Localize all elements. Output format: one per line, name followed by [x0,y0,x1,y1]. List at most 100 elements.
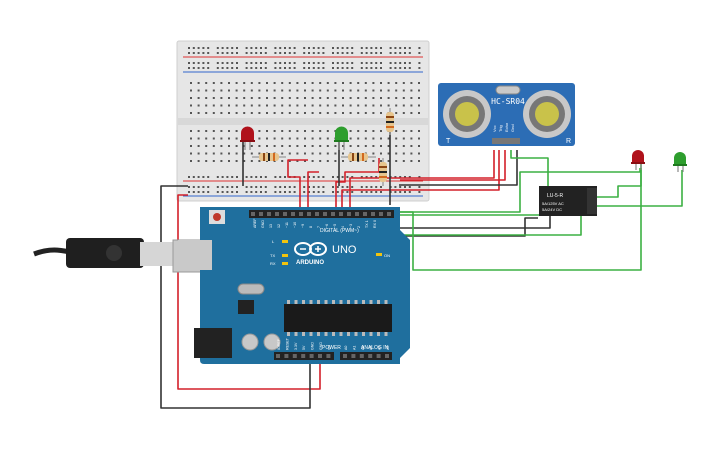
led-rx-label: RX [270,261,276,266]
analog-in-label: ANALOG IN [361,345,389,351]
breadboard [176,40,430,202]
led-rx-indicator [282,262,288,265]
analog-pin-label-3: A3 [369,346,373,350]
analog-pin-label-2: A2 [361,346,365,350]
digital-pin-label-9: ~6 [325,224,329,228]
led-green-breadboard[interactable] [334,126,349,151]
wire-red-pin-12[interactable] [287,159,308,215]
power-pin-label-5: GND [319,342,323,350]
digital-pin-label-13: 2 [357,226,361,228]
led-on-indicator [376,253,382,256]
digital-pin-label-1: GND [261,220,265,228]
capacitor-1 [241,333,259,351]
relay-title: LU-5-R [547,193,564,199]
digital-pin-label-10: ~5 [333,224,337,228]
wire-green-relay-out[interactable] [597,160,642,198]
wire-black-gnd-rail[interactable] [160,185,311,409]
chip-pins [287,300,388,336]
digital-pin-label-0: AREF [253,218,257,228]
digital-pin-label-14: TX 1 [365,220,369,228]
voltage-regulator [238,300,254,314]
led-l-label: L [272,239,275,244]
usb-jack [178,240,212,270]
relay-rating-dc: 5A/24V DC [542,207,562,212]
digital-pin-label-11: 4 [341,226,345,228]
digital-pin-label-8: 7 [317,226,321,228]
analog-header [340,352,392,360]
sensor-header [492,138,520,144]
digital-pin-label-2: 13 [269,224,273,228]
power-pin-label-0: IOREF [277,338,281,350]
digital-pin-labels: AREF GND 13 12 ~11 ~10 ~9 8 7 ~6 ~5 4 ~3 2 TX 1 RX 0 [253,218,377,228]
digital-header-holes [251,212,391,216]
sensor-pin-gnd: Gnd [510,124,515,132]
digital-pin-label-12: ~3 [349,224,353,228]
wire-red-vcc[interactable] [400,150,506,181]
digital-pin-label-7: 8 [309,226,313,228]
wire-green-led-green[interactable] [597,170,683,207]
wire-green-vcc-relay[interactable] [510,150,549,186]
led-red-breadboard[interactable] [240,126,255,151]
power-pin-label-2: 3.3V [294,342,298,350]
atmega-chip [284,304,392,332]
sensor-pin-vcc: Vcc [492,125,497,132]
power-pin-label-4: GND [311,342,315,350]
arduino-brand-label: ARDUINO [296,260,324,266]
digital-pin-label-15: RX 0 [373,220,377,228]
sensor-pin-trig: Trig [498,125,503,132]
wire-red-echo[interactable] [349,150,495,215]
arduino-model-label: UNO [332,244,357,256]
crystal-oscillator [495,85,521,95]
arduino-uno-board[interactable]: UNO ARDUINO DIGITAL (PWM~) POWER ANALOG … [178,207,410,364]
arduino-logo-icon [294,242,327,256]
led-red-external[interactable] [631,150,645,170]
analog-pin-label-5: A5 [386,346,390,350]
power-jack [194,328,232,358]
resistor-3[interactable] [386,108,394,135]
wire-green-relay-com[interactable] [395,168,642,271]
digital-pin-label-6: ~9 [301,224,305,228]
bottom-header-holes [276,354,389,358]
usb-icon [106,245,122,261]
wire-red-trig[interactable] [341,150,500,215]
analog-pin-labels: A0 A1 A2 A3 A4 A5 [344,346,390,350]
led-tx-label: TX [270,253,275,258]
crystal [237,283,265,295]
resistor-4[interactable] [379,158,387,186]
wire-red-5v-rail[interactable] [177,194,321,390]
power-pin-label-6: Vin [327,345,331,350]
power-pin-label-3: 5V [302,345,306,350]
ultrasonic-sensor[interactable]: HC-SR04 T R Vcc Trig Echo Gnd [438,83,575,146]
analog-pin-label-0: A0 [344,346,348,350]
resistor-1[interactable] [252,153,286,161]
led-tx-indicator [282,254,288,257]
sensor-side-right: R [566,138,571,145]
sensor-pin-echo: Echo [504,122,509,132]
sensor-model-label: HC-SR04 [491,97,525,106]
power-pin-label-1: RESET [285,337,289,350]
sensor-side-left: T [446,138,451,145]
analog-pin-label-1: A1 [352,346,356,350]
capacitor-2 [263,333,281,351]
wire-green-signal[interactable] [394,168,641,213]
digital-pin-label-3: 12 [277,224,281,228]
led-green-external[interactable] [673,152,687,172]
power-pin-labels: IOREF RESET 3.3V 5V GND GND Vin [277,337,331,350]
wires [160,130,683,409]
analog-pin-label-4: A4 [378,346,382,350]
resistor-2[interactable] [341,153,376,161]
digital-header [249,210,394,218]
led-on-label: ON [384,253,390,258]
digital-pin-label-4: ~11 [285,222,289,228]
reset-button-cap[interactable] [213,213,221,221]
relay-module[interactable]: LU-5-R 5A/125V AC 5A/24V DC [539,186,597,216]
digital-pin-label-5: ~10 [293,222,297,228]
wire-green-relay-in[interactable] [395,214,582,236]
wire-red-pin-11[interactable] [307,171,319,215]
wire-black-pin-gnd[interactable] [387,215,538,237]
wire-black-sensor-gnd[interactable] [399,150,518,186]
led-l-indicator [282,240,288,243]
relay-rating-ac: 5A/125V AC [542,201,564,206]
power-label: POWER [322,345,341,351]
